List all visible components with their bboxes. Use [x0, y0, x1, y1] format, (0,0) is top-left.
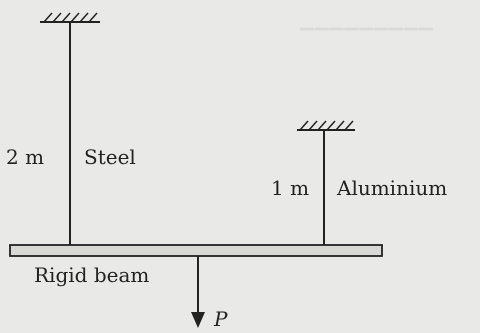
- aluminium-length-label: 1 m: [271, 176, 310, 200]
- rigid-beam-label: Rigid beam: [34, 263, 150, 287]
- load-label: P: [214, 307, 228, 331]
- steel-name-label: Steel: [84, 145, 136, 169]
- aluminium-name-label: Aluminium: [337, 176, 448, 200]
- rigid-beam: [9, 244, 383, 257]
- steel-length-label: 2 m: [6, 145, 45, 169]
- background-texture: ▁▁▁▁▁▁▁▁▁: [300, 10, 434, 31]
- load-arrow-down-icon: [191, 256, 205, 328]
- steel-fixed-support-icon: [40, 12, 100, 23]
- aluminium-fixed-support-icon: [297, 120, 355, 131]
